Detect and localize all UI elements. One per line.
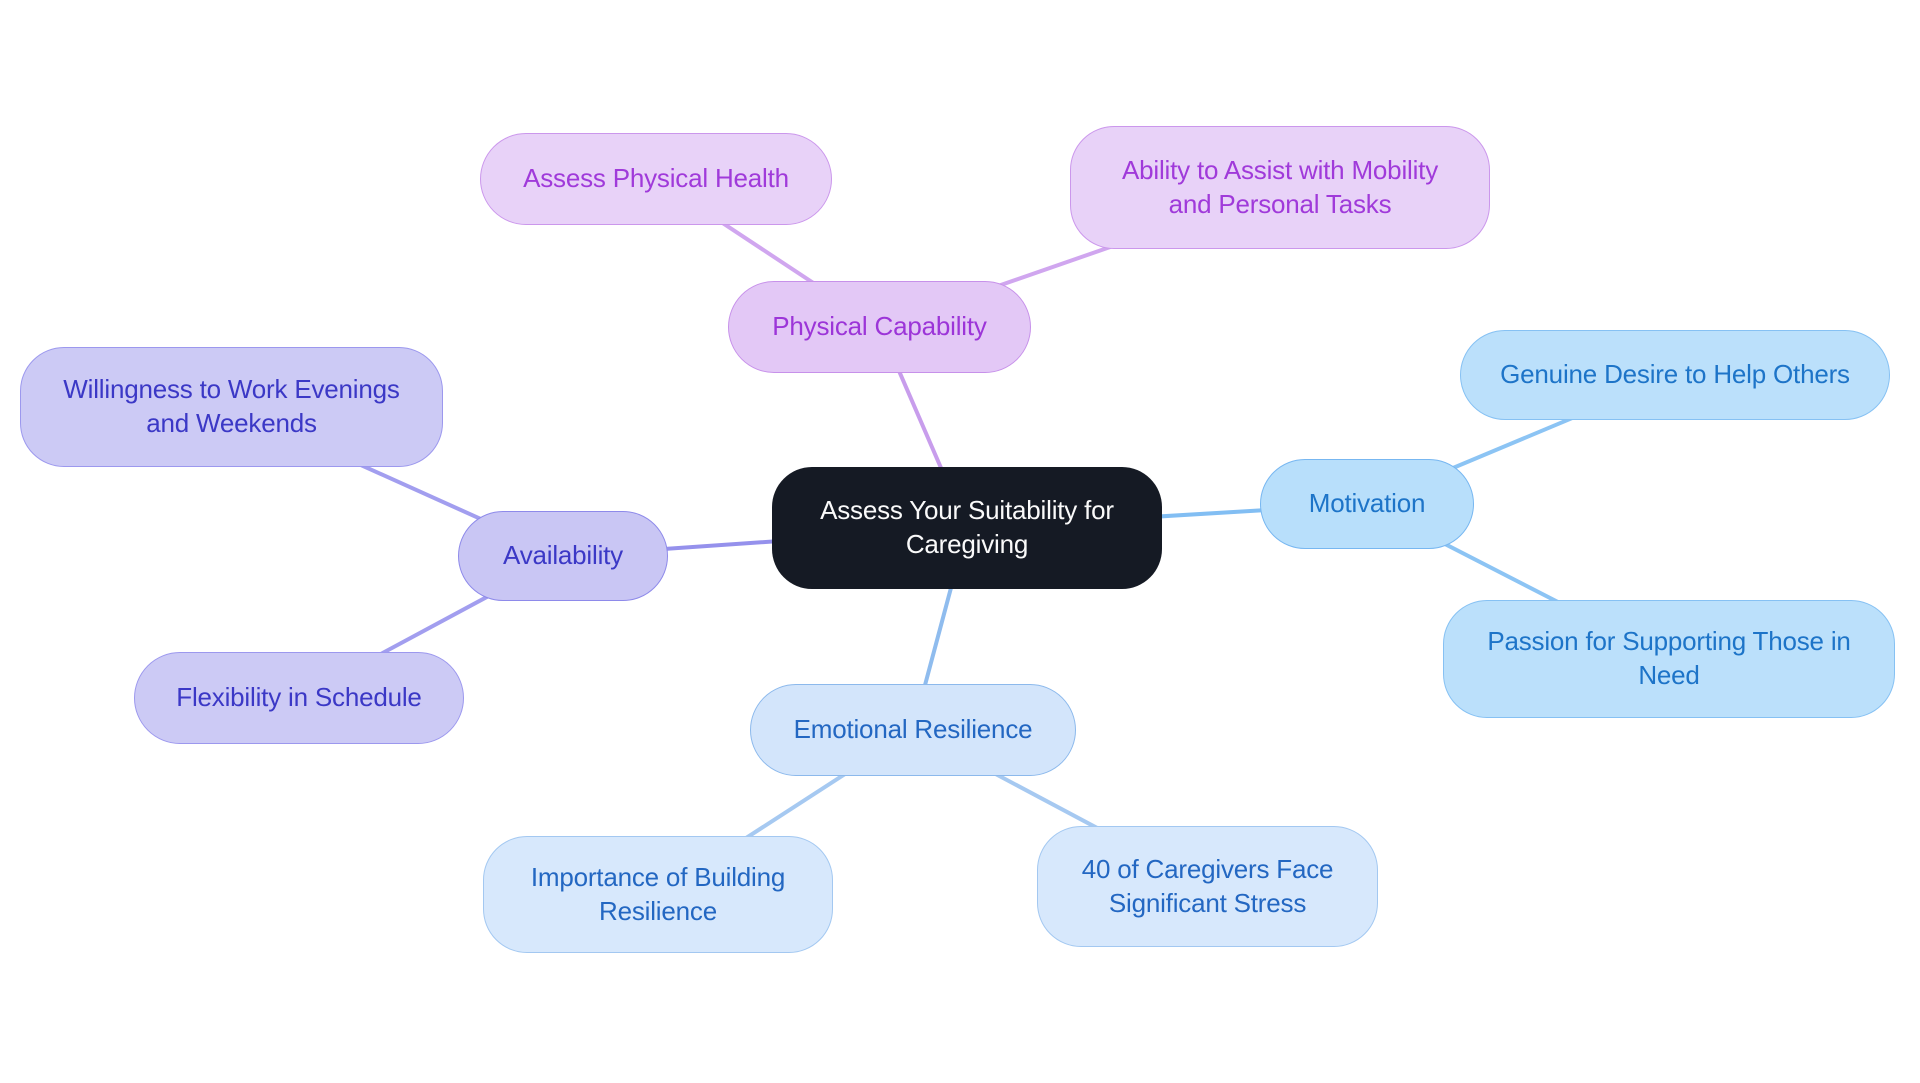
child-node-caregivers-stress[interactable]: 40 of Caregivers Face Significant Stress — [1037, 826, 1378, 947]
branch-node-emotional-resilience[interactable]: Emotional Resilience — [750, 684, 1076, 776]
child-node-ability-to-assist[interactable]: Ability to Assist with Mobility and Pers… — [1070, 126, 1490, 249]
branch-node-motivation[interactable]: Motivation — [1260, 459, 1474, 549]
child-node-genuine-desire[interactable]: Genuine Desire to Help Others — [1460, 330, 1890, 420]
child-node-importance-of-building-resilience[interactable]: Importance of Building Resilience — [483, 836, 833, 953]
central-node[interactable]: Assess Your Suitability for Caregiving — [772, 467, 1162, 589]
branch-node-physical-capability[interactable]: Physical Capability — [728, 281, 1031, 373]
branch-node-availability[interactable]: Availability — [458, 511, 668, 601]
child-node-passion-for-supporting[interactable]: Passion for Supporting Those in Need — [1443, 600, 1895, 718]
child-node-assess-physical-health[interactable]: Assess Physical Health — [480, 133, 832, 225]
child-node-flexibility-in-schedule[interactable]: Flexibility in Schedule — [134, 652, 464, 744]
child-node-willingness-to-work[interactable]: Willingness to Work Evenings and Weekend… — [20, 347, 443, 467]
